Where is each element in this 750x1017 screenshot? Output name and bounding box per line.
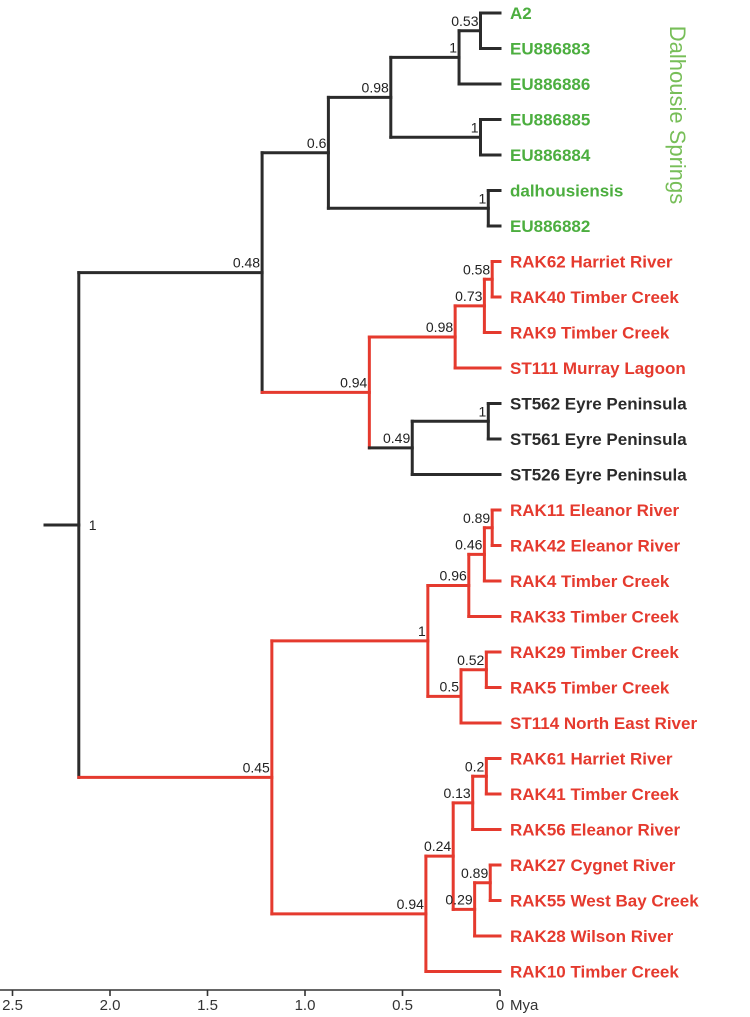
support-value-n_l8: 0.94: [397, 896, 424, 912]
time-axis: Mya 2.5 2.0 1.5 1.0 0.5 0: [0, 989, 539, 1014]
axis-tick-label: 1.5: [197, 997, 218, 1014]
tip-label: RAK11 Eleanor River: [510, 501, 680, 520]
support-value-n_l3: 0.46: [455, 536, 482, 552]
tip-label: RAK5 Timber Creek: [510, 679, 670, 698]
axis-tick-label: 0: [496, 997, 504, 1014]
support-value-n_m3: 0.58: [463, 261, 490, 277]
support-value-n_l11: 0.2: [465, 758, 485, 774]
support-value-n_l10: 0.13: [443, 785, 470, 801]
tip-label: ST114 North East River: [510, 714, 697, 733]
tip-label: EU886885: [510, 111, 590, 130]
tip-label: EU886886: [510, 75, 590, 94]
tip-label: RAK10 Timber Creek: [510, 963, 679, 982]
tip-label: RAK41 Timber Creek: [510, 785, 679, 804]
support-value-n_d1: 0.98: [362, 79, 389, 95]
tip-label: RAK40 Timber Creek: [510, 288, 679, 307]
tip-label: RAK28 Wilson River: [510, 927, 674, 946]
support-value-n_m4: 0.49: [383, 430, 410, 446]
tip-label: dalhousiensis: [510, 182, 623, 201]
support-value-n_m1: 0.98: [426, 319, 453, 335]
support-value-n_d2: 1: [449, 39, 457, 55]
tip-label: RAK56 Eleanor River: [510, 821, 680, 840]
support-values: 10.480.60.9810.53110.940.980.730.580.491…: [89, 13, 491, 912]
tip-label: ST526 Eyre Peninsula: [510, 466, 687, 485]
tip-label: RAK9 Timber Creek: [510, 324, 670, 343]
clade-label-dalhousie-springs: Dalhousie Springs: [665, 26, 690, 205]
tip-label: EU886882: [510, 217, 590, 236]
tip-label: RAK4 Timber Creek: [510, 572, 670, 591]
tip-label: RAK61 Harriet River: [510, 750, 673, 769]
support-value-n_l5: 0.5: [440, 678, 460, 694]
support-value-n_d3: 1: [471, 119, 479, 135]
support-value-n_l12: 0.29: [445, 891, 472, 907]
support-value-n_mid: 0.94: [340, 374, 367, 390]
axis-tick-label: 1.0: [295, 997, 316, 1014]
support-value-n_upper: 0.48: [233, 255, 260, 271]
tip-label: EU886884: [510, 146, 591, 165]
support-value-n_d2a: 0.53: [451, 13, 478, 29]
support-value-n_l9: 0.24: [424, 838, 451, 854]
support-value-n_l13: 0.89: [461, 865, 488, 881]
tip-label: RAK33 Timber Creek: [510, 608, 679, 627]
tip-label: ST562 Eyre Peninsula: [510, 395, 687, 414]
tip-label: RAK62 Harriet River: [510, 253, 673, 272]
axis-tick-label: 2.0: [100, 997, 121, 1014]
support-value-n_l4: 0.89: [463, 510, 490, 526]
time-axis-unit: Mya: [510, 997, 539, 1014]
tip-label: RAK29 Timber Creek: [510, 643, 679, 662]
support-value-n_l6: 0.52: [457, 652, 484, 668]
axis-tick-label: 0.5: [392, 997, 413, 1014]
tip-label: RAK42 Eleanor River: [510, 537, 680, 556]
support-value-n_l1: 1: [418, 623, 426, 639]
support-value-n_l2: 0.96: [440, 567, 467, 583]
support-value-n_m5: 1: [479, 403, 487, 419]
support-value-root: 1: [89, 517, 97, 533]
axis-tick-label: 2.5: [2, 997, 23, 1014]
tree-branches: [43, 11, 502, 973]
tip-label: ST111 Murray Lagoon: [510, 359, 686, 378]
support-value-n_dal: 0.6: [307, 135, 327, 151]
tip-label: RAK55 West Bay Creek: [510, 892, 699, 911]
tip-label: EU886883: [510, 40, 590, 59]
support-value-n_m2: 0.73: [455, 288, 482, 304]
tip-label: A2: [510, 4, 532, 23]
support-value-n_lower: 0.45: [243, 759, 270, 775]
tip-label: RAK27 Cygnet River: [510, 856, 676, 875]
tip-label: ST561 Eyre Peninsula: [510, 430, 687, 449]
support-value-n_d4: 1: [479, 190, 487, 206]
